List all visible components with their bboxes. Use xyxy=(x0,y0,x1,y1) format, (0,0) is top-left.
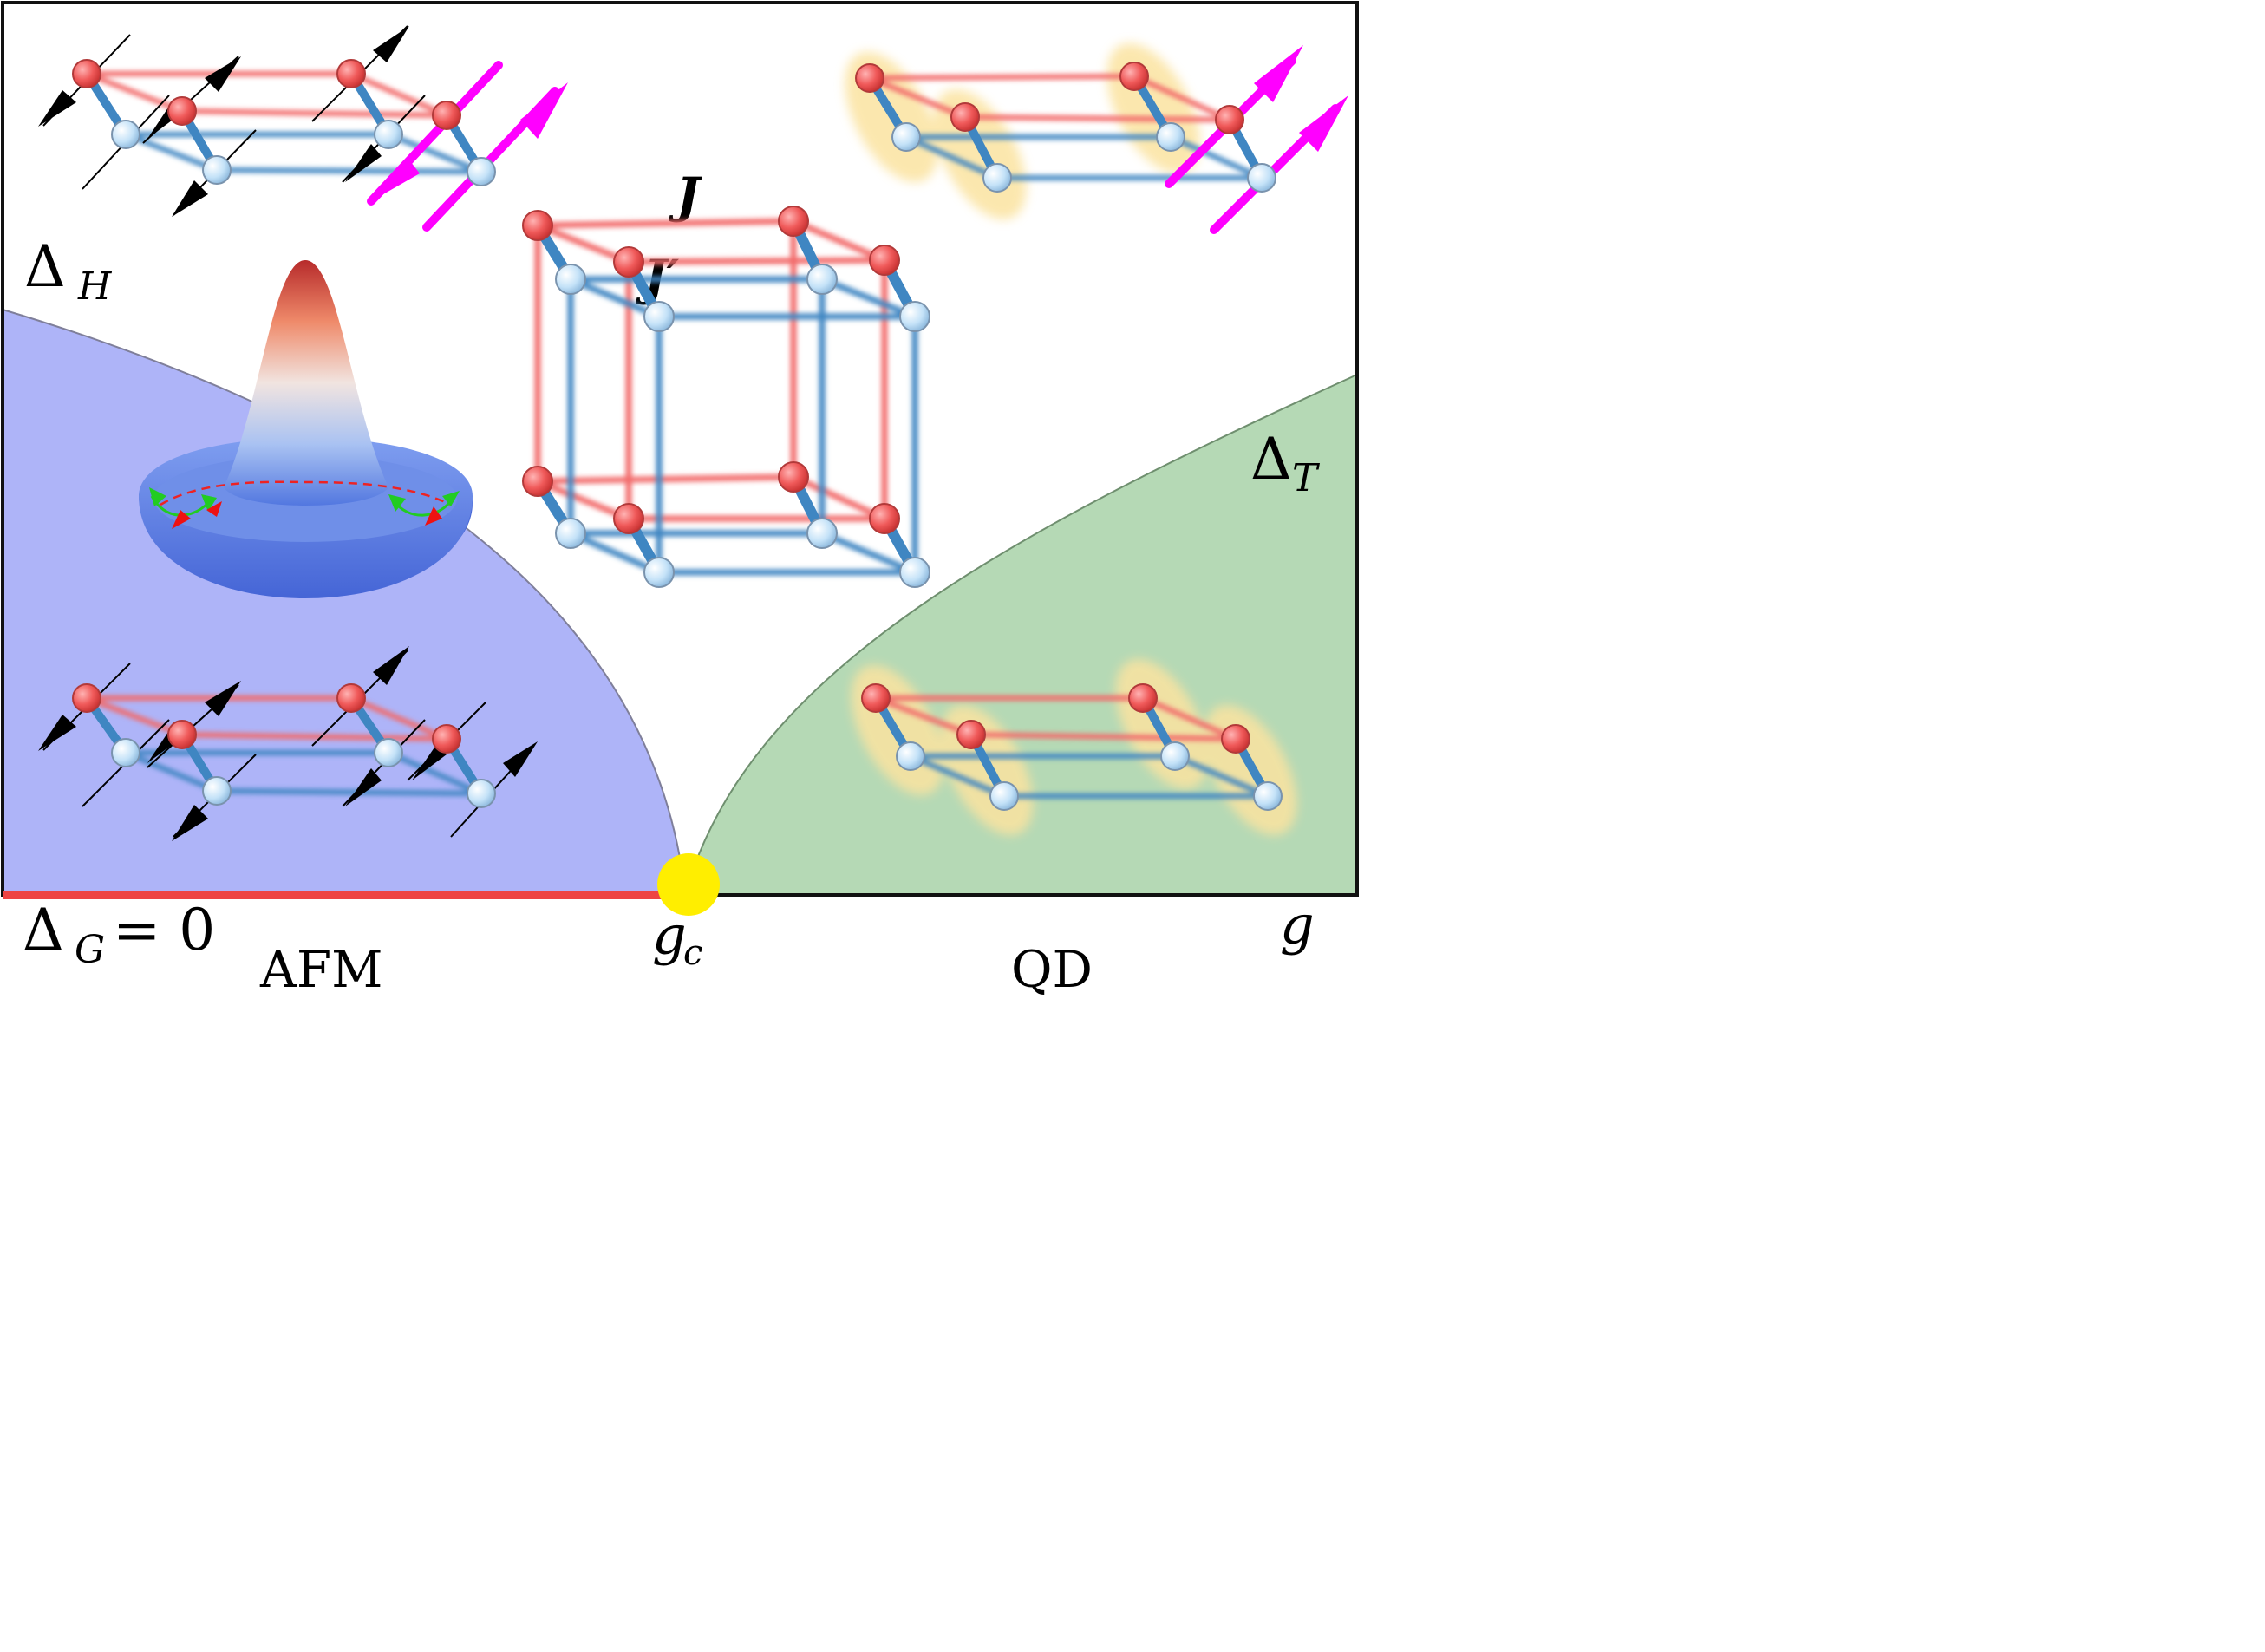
spin-arrow-icon xyxy=(1254,45,1348,152)
gc-symbol: g xyxy=(652,904,687,967)
delta-g-subscript: G xyxy=(75,928,105,972)
bilayer-cube xyxy=(522,206,930,588)
gc-subscript: c xyxy=(683,933,702,973)
delta-t-subscript: T xyxy=(1292,456,1321,500)
afm-region xyxy=(1,308,686,896)
delta-g-value: = 0 xyxy=(113,897,215,963)
coupling-j-label: J xyxy=(669,167,702,225)
afm-plaquette-top xyxy=(38,25,568,232)
g-axis-label: g xyxy=(1280,893,1315,957)
goldstone-mode-arrows xyxy=(149,487,460,529)
afm-plaquette-bottom xyxy=(38,646,538,841)
delta-t-symbol: Δ xyxy=(1250,426,1292,493)
spin-arrow-icon xyxy=(38,646,538,841)
delta-h-symbol: Δ xyxy=(24,233,66,300)
label-gc: g c xyxy=(652,904,702,973)
delta-g-symbol: Δ xyxy=(23,897,64,963)
spin-arrow-icon xyxy=(371,82,568,201)
label-delta-g: Δ G = 0 xyxy=(23,897,215,972)
mexican-hat-potential-icon xyxy=(139,260,473,598)
label-delta-h: Δ H xyxy=(24,233,113,309)
delta-h-subscript: H xyxy=(77,264,113,309)
critical-point xyxy=(657,853,720,916)
cube-sites xyxy=(522,206,930,588)
qd-plaquette-bottom xyxy=(851,658,1297,836)
qd-label: QD xyxy=(1011,940,1093,999)
label-delta-t: Δ T xyxy=(1250,426,1321,500)
spin-arrow-icon xyxy=(38,26,409,217)
qd-plaquette-top xyxy=(845,42,1348,234)
afm-label: AFM xyxy=(259,940,383,999)
